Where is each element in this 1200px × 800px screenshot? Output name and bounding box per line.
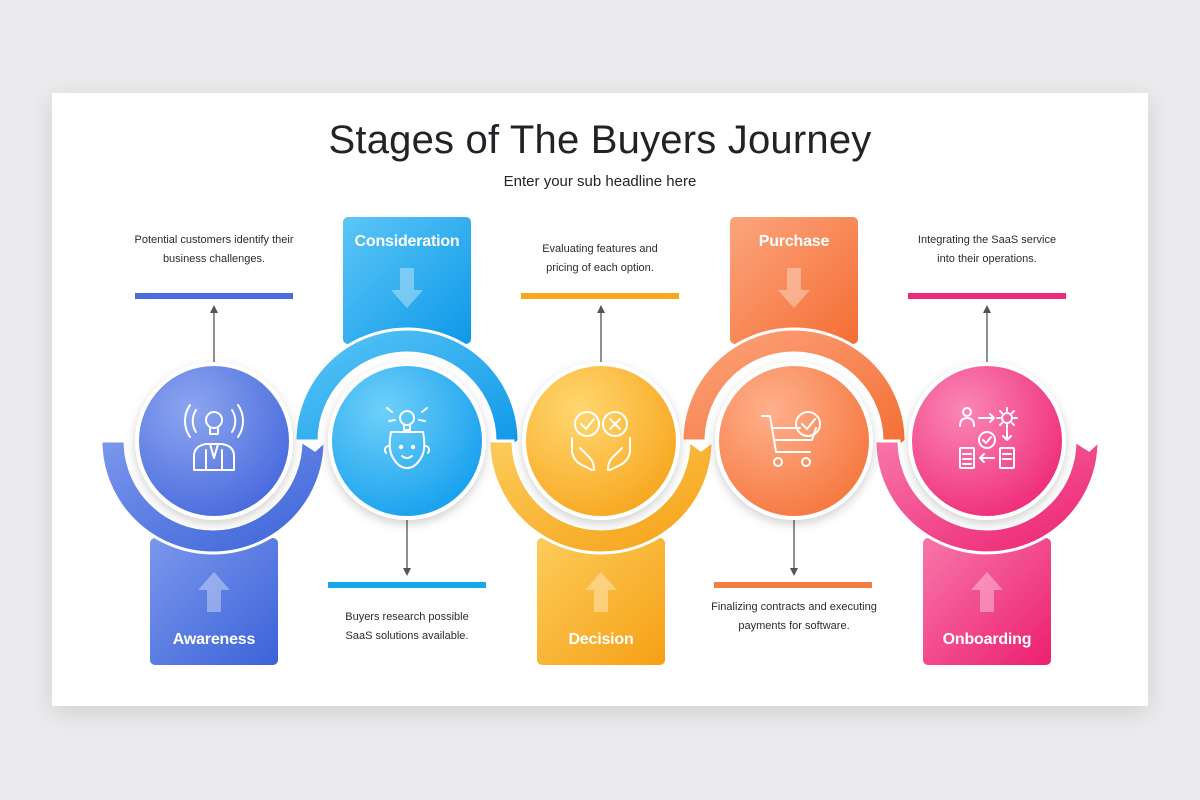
arrow-up-icon xyxy=(971,572,1003,612)
arrowhead-icon xyxy=(597,305,605,313)
onboarding-ring xyxy=(873,437,1101,555)
onboarding-label-bar xyxy=(923,538,1051,665)
shopping-cart-icon xyxy=(761,411,821,467)
awareness-circle xyxy=(135,362,293,520)
onboarding-description: Integrating the SaaS service into their … xyxy=(917,234,1057,265)
check-cross-hands-icon xyxy=(571,411,631,471)
awareness-underline xyxy=(135,293,293,299)
consideration-description: Buyers research possible SaaS solutions … xyxy=(345,611,469,642)
page-title: Stages of The Buyers Journey xyxy=(328,118,872,162)
arrow-down-icon xyxy=(391,268,423,308)
onboarding-underline xyxy=(908,293,1066,299)
decision-circle xyxy=(522,362,680,520)
onboarding-label: Onboarding xyxy=(942,631,1032,648)
decision-ring xyxy=(487,437,715,555)
arrow-up-icon xyxy=(585,572,617,612)
purchase-label-bar xyxy=(730,217,858,344)
decision-label-bar xyxy=(537,538,665,665)
consideration-underline xyxy=(328,582,486,588)
arrowhead-icon xyxy=(983,305,991,313)
decision-underline xyxy=(521,293,679,299)
arrow-up-icon xyxy=(198,572,230,612)
awareness-label: Awareness xyxy=(172,631,256,648)
consideration-label-bar xyxy=(343,217,471,344)
arrowhead-icon xyxy=(210,305,218,313)
thinking-person-icon xyxy=(383,407,431,469)
consideration-circle xyxy=(328,362,486,520)
purchase-ring xyxy=(680,327,908,452)
purchase-description: Finalizing contracts and executing payme… xyxy=(711,601,877,632)
workflow-icon xyxy=(959,407,1018,469)
arrowhead-icon xyxy=(403,568,411,576)
lightbulb-person-icon xyxy=(183,404,245,471)
purchase-label: Purchase xyxy=(758,233,830,250)
arrowhead-icon xyxy=(790,568,798,576)
arrow-down-icon xyxy=(778,268,810,308)
consideration-ring xyxy=(293,327,521,452)
purchase-underline xyxy=(714,582,872,588)
awareness-description: Potential customers identify their busin… xyxy=(134,234,294,265)
awareness-ring xyxy=(99,437,327,555)
decision-description: Evaluating features and pricing of each … xyxy=(542,243,658,274)
awareness-label-bar xyxy=(150,538,278,665)
decision-label: Decision xyxy=(568,631,634,648)
page-subtitle: Enter your sub headline here xyxy=(503,173,697,190)
consideration-label: Consideration xyxy=(354,233,460,250)
